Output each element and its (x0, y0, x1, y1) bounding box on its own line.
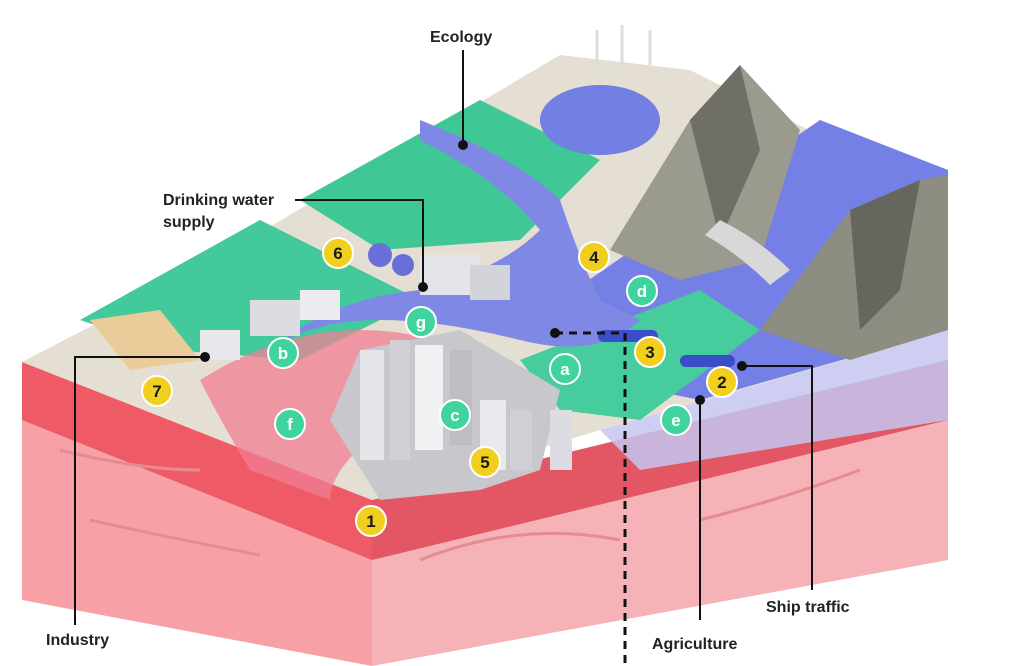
marker-g-text: g (416, 313, 426, 332)
marker-1: 1 (355, 505, 387, 537)
seawater-wedge (600, 330, 948, 470)
sediment-lines (59, 448, 861, 562)
marker-5: 5 (469, 446, 501, 478)
factory (250, 300, 300, 336)
marker-7: 7 (141, 375, 173, 407)
agriculture-leader-dot (695, 395, 705, 405)
tower (360, 350, 384, 460)
drinking-water-label-line1: Drinking water (163, 192, 274, 209)
marker-5-text: 5 (480, 453, 489, 472)
marker-f-text: f (287, 415, 293, 434)
marker-b: b (267, 337, 299, 369)
leader-lines (74, 50, 813, 666)
ship-traffic-leader-dot (737, 361, 747, 371)
industry-leader (74, 356, 205, 625)
marker-7-text: 7 (152, 382, 161, 401)
marker-e-text: e (671, 411, 680, 430)
drinking-water-leader (295, 199, 424, 287)
ecology-leader-dot (458, 140, 468, 150)
marker-3: 3 (634, 336, 666, 368)
drinking-water-leader-dot (418, 282, 428, 292)
agriculture-label: Agriculture (652, 636, 737, 653)
marker-e: e (660, 404, 692, 436)
beach (90, 310, 200, 370)
dashed-boundary-dot (550, 328, 560, 338)
marker-6: 6 (322, 237, 354, 269)
marker-3-text: 3 (645, 343, 654, 362)
mountains (610, 65, 948, 360)
soil-block (22, 330, 948, 666)
tower (390, 340, 410, 460)
ecology-label: Ecology (430, 29, 492, 46)
marker-c-text: c (450, 406, 459, 425)
tower (415, 345, 443, 450)
river (260, 120, 640, 360)
marker-6-text: 6 (333, 244, 342, 263)
dashed-boundary-line (555, 331, 627, 666)
wind-turbines (595, 25, 652, 75)
tower (550, 410, 572, 470)
marker-f: f (274, 408, 306, 440)
marker-b-text: b (278, 344, 288, 363)
reservoir-tank (368, 243, 392, 267)
ship-traffic-label: Ship traffic (766, 599, 850, 616)
lettered-markers: a b c d e f g (267, 275, 692, 440)
marker-d: d (626, 275, 658, 307)
industry-buildings (200, 243, 510, 360)
industry-leader-dot (200, 352, 210, 362)
numbered-markers: 1 2 3 4 5 6 7 (141, 237, 738, 537)
industry-label: Industry (46, 632, 109, 649)
ship-traffic-leader (742, 365, 813, 590)
marker-d-text: d (637, 282, 647, 301)
marker-a-text: a (560, 360, 570, 379)
tower (510, 410, 532, 470)
mountain-left-shade (690, 65, 760, 240)
lake (540, 85, 660, 155)
marker-4: 4 (578, 241, 610, 273)
ship (680, 355, 735, 367)
treatment-plant (470, 265, 510, 300)
marker-1-text: 1 (366, 512, 375, 531)
soil-left-top-band (22, 362, 372, 560)
marker-g: g (405, 306, 437, 338)
factory (300, 290, 340, 320)
marker-a: a (549, 353, 581, 385)
marker-2-text: 2 (717, 373, 726, 392)
mountain-right-shade (850, 180, 920, 330)
marker-2: 2 (706, 366, 738, 398)
marker-c: c (439, 399, 471, 431)
drinking-water-label-line2: supply (163, 214, 215, 231)
reservoir-tank (392, 254, 414, 276)
marker-4-text: 4 (589, 248, 599, 267)
dam (705, 220, 790, 285)
